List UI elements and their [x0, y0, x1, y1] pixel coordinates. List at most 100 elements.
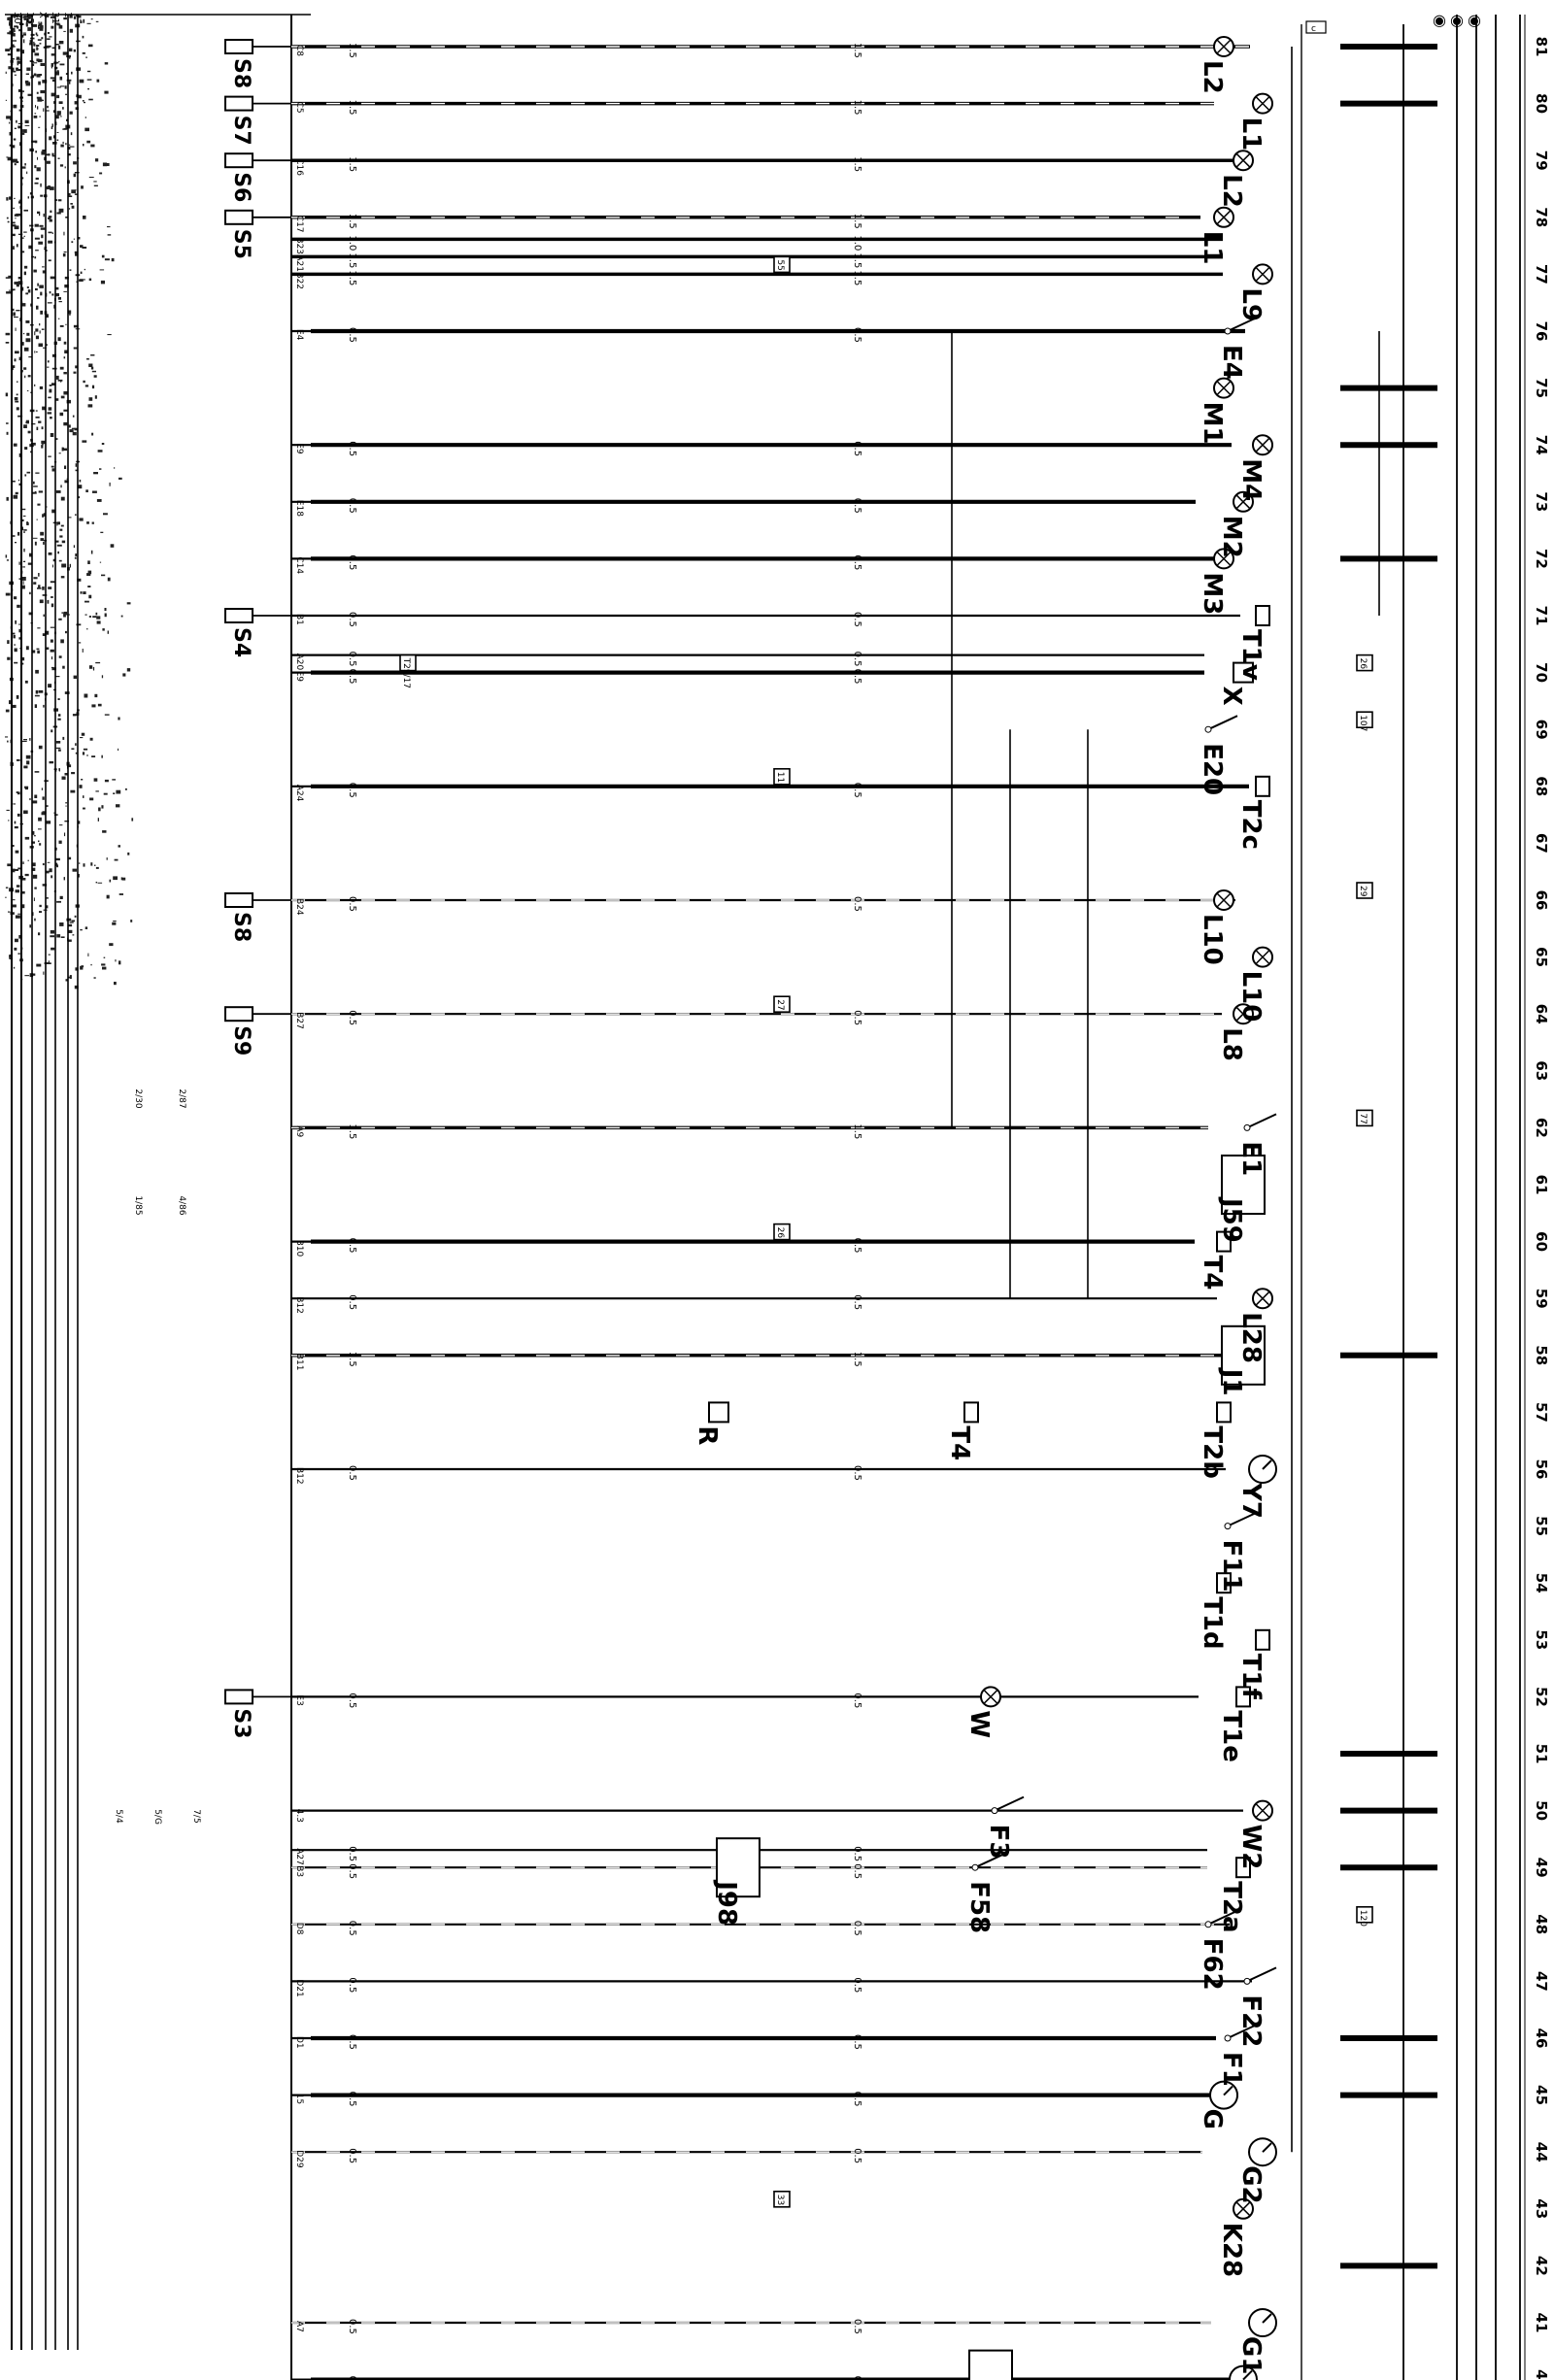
lamp-cross	[1235, 1006, 1251, 1022]
scan-speck	[63, 421, 68, 426]
scan-speck	[43, 971, 45, 975]
scan-speck	[95, 158, 99, 162]
scan-speck	[51, 656, 53, 660]
scan-speck	[99, 561, 102, 563]
scan-speck	[14, 358, 17, 362]
scan-speck	[9, 196, 12, 200]
wire-size: 0.5	[852, 1693, 862, 1708]
gauge-needle	[1242, 2369, 1253, 2380]
scan-speck	[38, 817, 42, 821]
scan-speck	[14, 163, 17, 166]
scan-speck	[68, 517, 72, 519]
scan-speck	[54, 286, 59, 290]
connector-label: B1	[294, 614, 304, 625]
scan-speck	[5, 709, 10, 713]
scan-speck	[81, 779, 84, 781]
component-w2	[1252, 1799, 1273, 1822]
scan-speck	[51, 468, 55, 472]
scan-speck	[60, 485, 62, 488]
scan-speck	[26, 171, 28, 175]
component-label: E1	[1236, 1141, 1266, 1176]
scan-speck	[7, 740, 9, 743]
scan-speck	[48, 587, 52, 589]
wire-size: 0.5	[852, 441, 862, 456]
connector-label: A24	[294, 785, 304, 802]
scan-speck	[10, 30, 16, 32]
scan-speck	[111, 257, 115, 262]
scan-speck	[16, 244, 18, 248]
scan-speck	[59, 412, 64, 417]
wire-size: 1.0	[347, 235, 357, 251]
scan-speck	[68, 208, 71, 210]
scan-speck	[31, 49, 36, 53]
scan-speck	[36, 963, 42, 967]
scan-speck	[69, 48, 73, 51]
scan-speck	[120, 877, 123, 881]
scan-speck	[63, 290, 67, 292]
scan-speck	[40, 62, 46, 66]
scan-speck	[17, 604, 20, 608]
scan-speck	[86, 79, 92, 81]
scan-speck	[21, 740, 27, 742]
track-number: 76	[1533, 321, 1550, 342]
scan-speck	[67, 153, 71, 156]
terminal-ref-label: T29/17	[401, 657, 411, 688]
scan-speck	[42, 587, 45, 590]
scan-speck	[51, 947, 55, 951]
scan-speck	[34, 237, 40, 240]
scan-speck	[61, 540, 66, 544]
scan-speck	[63, 877, 65, 881]
track-number: 62	[1533, 1118, 1550, 1138]
scan-speck	[60, 639, 64, 644]
wire-size: 0.5	[347, 783, 357, 798]
scan-speck	[47, 32, 50, 34]
scan-speck	[17, 62, 19, 66]
scan-speck	[34, 794, 38, 798]
scan-speck	[48, 185, 51, 189]
component-t2c	[1255, 775, 1270, 797]
component-label: F11	[1217, 1540, 1246, 1592]
scan-speck	[60, 381, 62, 383]
scan-speck	[62, 51, 68, 55]
connector-label: D8	[294, 1923, 304, 1935]
track-number: 57	[1533, 1402, 1550, 1423]
component-k28	[1233, 2197, 1254, 2220]
scan-speck	[83, 380, 85, 384]
scan-speck	[25, 338, 31, 343]
track-number: 71	[1533, 606, 1550, 626]
scan-speck	[49, 761, 54, 764]
scan-speck	[85, 56, 87, 58]
scan-speck	[50, 581, 55, 584]
scan-speck	[63, 391, 68, 395]
scan-speck	[37, 297, 40, 299]
scan-speck	[71, 920, 75, 922]
scan-speck	[79, 279, 84, 282]
component-label: L9	[1236, 287, 1266, 321]
scan-speck	[14, 282, 17, 285]
scan-speck	[48, 552, 52, 555]
component-l9	[1252, 263, 1273, 285]
scan-speck	[50, 276, 55, 280]
scan-speck	[13, 15, 17, 17]
component-t4	[1216, 1230, 1232, 1253]
scan-speck	[24, 163, 26, 166]
scan-speck	[83, 807, 85, 810]
scan-speck	[51, 666, 54, 668]
scan-speck	[51, 353, 56, 357]
fuse-icon	[224, 95, 253, 112]
scan-speck	[65, 93, 67, 95]
scan-speck	[60, 524, 64, 527]
terminal-ref	[1356, 882, 1373, 899]
scan-speck	[56, 934, 61, 938]
scan-speck	[79, 79, 84, 84]
scan-speck	[71, 71, 73, 75]
terminal-ref-box	[773, 255, 791, 274]
gauge-needle	[1262, 2142, 1272, 2153]
component-label: L10	[1236, 971, 1266, 1022]
scan-speck	[22, 32, 26, 34]
scan-speck	[83, 591, 86, 594]
scan-speck	[99, 269, 105, 271]
component-m3	[1213, 548, 1234, 570]
scan-speck	[51, 383, 56, 385]
scan-speck	[79, 737, 84, 739]
